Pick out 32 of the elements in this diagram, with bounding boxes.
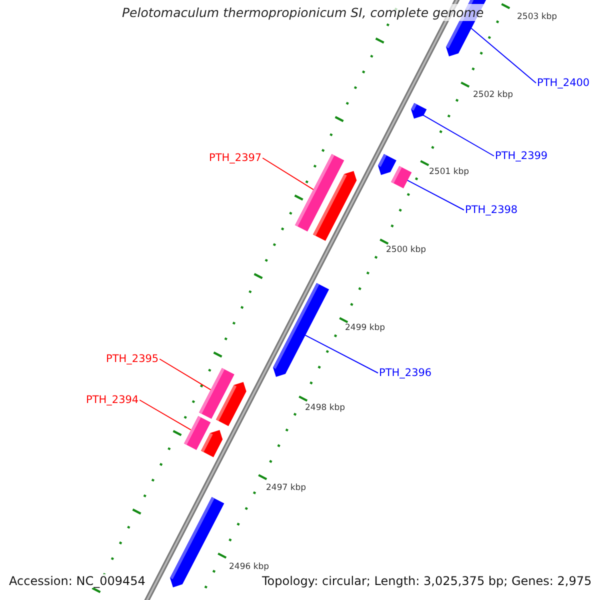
gene-feature <box>390 166 412 188</box>
gene-feature <box>200 430 222 458</box>
gene-label: PTH_2400 <box>537 77 590 89</box>
gene-feature <box>216 382 247 426</box>
gene-feature <box>410 102 426 118</box>
info-text: Accession: NC_009454 <box>9 574 146 588</box>
gene-feature <box>272 283 329 378</box>
scale-label: 2498 kbp <box>305 403 346 413</box>
leader-line <box>159 358 212 390</box>
gene-label: PTH_2399 <box>495 150 548 162</box>
leader-line <box>406 180 464 210</box>
gene-label: PTH_2398 <box>465 204 518 216</box>
gene-feature <box>170 497 225 588</box>
leader-line <box>304 334 378 374</box>
leader-line <box>470 28 536 84</box>
gene-feature <box>312 170 356 241</box>
scale-label: 2502 kbp <box>473 90 514 100</box>
scale-label: 2503 kbp <box>517 12 558 22</box>
gene-label: PTH_2396 <box>379 367 432 379</box>
info-text: Topology: circular; Length: 3,025,375 bp; Genes: 2,975 <box>262 574 592 588</box>
leader-line <box>422 114 494 156</box>
leader-line <box>262 158 314 190</box>
scale-label: 2497 kbp <box>266 483 306 493</box>
gene-feature <box>378 154 397 175</box>
leader-line <box>139 400 192 430</box>
scale-label: 2500 kbp <box>386 245 426 255</box>
gene-label: PTH_2397 <box>209 152 262 164</box>
scale-label: 2499 kbp <box>345 323 386 333</box>
map-title: Pelotomaculum thermopropionicum SI, complete genome <box>119 4 487 21</box>
gene-label: PTH_2394 <box>86 394 139 406</box>
gene-label: PTH_2395 <box>106 353 159 365</box>
scale-label: 2501 kbp <box>429 167 470 177</box>
